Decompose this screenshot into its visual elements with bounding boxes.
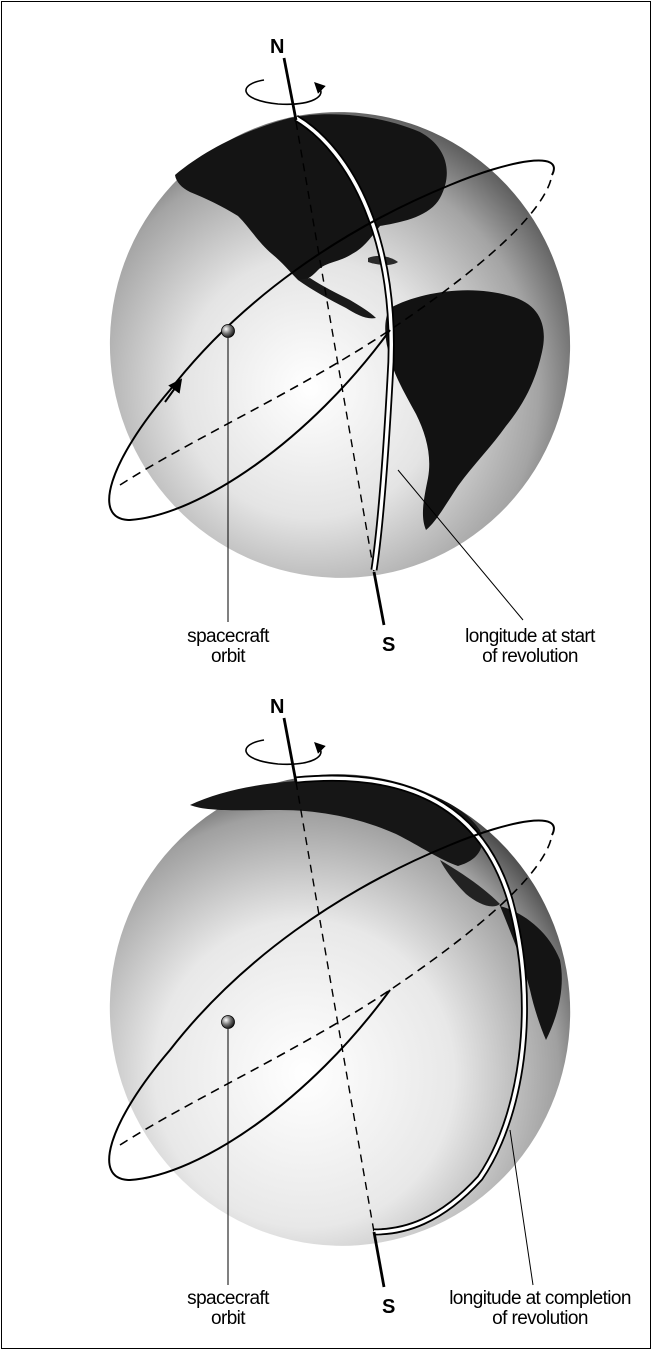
north-america-edge-landmass bbox=[190, 779, 483, 866]
longitude-label-line1-2: longitude at completion bbox=[449, 1288, 631, 1309]
north-pole-label-2: N bbox=[270, 696, 284, 718]
top-panel: N S spacecraft orbit longitude at start … bbox=[108, 36, 597, 667]
bottom-panel: N S spacecraft orbit longitude at comple… bbox=[108, 696, 631, 1329]
south-pole-label-2: S bbox=[382, 1296, 395, 1318]
longitude-leader-line-2 bbox=[509, 1129, 534, 1286]
orbit-path-far-side bbox=[119, 174, 553, 486]
rotation-axis-hidden-2 bbox=[295, 781, 375, 1233]
meridian-line-start bbox=[294, 114, 395, 571]
orbit-path-near-side-2 bbox=[108, 819, 555, 1182]
south-pole-label: S bbox=[382, 634, 395, 656]
rotation-axis-north-2 bbox=[282, 717, 298, 783]
rotation-axis-north bbox=[282, 57, 298, 121]
rotation-axis-south-2 bbox=[372, 1231, 386, 1288]
spacecraft-marker bbox=[221, 324, 235, 338]
orbit-direction-arrow-icon bbox=[164, 378, 183, 403]
longitude-label-line2: of revolution bbox=[482, 646, 578, 667]
longitude-label-line1: longitude at start bbox=[465, 626, 596, 647]
central-america-landmass bbox=[298, 278, 376, 319]
north-america-landmass bbox=[175, 114, 447, 281]
rotation-axis-south bbox=[372, 571, 386, 626]
earth-globe-completion bbox=[109, 774, 571, 1246]
earth-globe-start bbox=[109, 112, 571, 578]
gulf-coast-landmass bbox=[440, 860, 500, 907]
rotation-arrow-icon bbox=[245, 79, 326, 106]
spacecraft-orbit-label-line1: spacecraft bbox=[187, 626, 270, 647]
spacecraft-orbit-label-line1-2: spacecraft bbox=[187, 1288, 270, 1309]
spacecraft-marker-2 bbox=[221, 1015, 235, 1029]
rotation-arrow-icon-2 bbox=[245, 739, 326, 766]
orbit-path-far-side-2 bbox=[119, 834, 553, 1146]
spacecraft-orbit-label-line2: orbit bbox=[211, 646, 246, 667]
longitude-label-line2-2: of revolution bbox=[492, 1308, 588, 1329]
rotation-axis-hidden bbox=[295, 121, 375, 573]
longitude-leader-line bbox=[397, 469, 524, 621]
south-america-landmass bbox=[385, 290, 544, 530]
meridian-line-completion bbox=[295, 774, 528, 1236]
spacecraft-orbit-label-line2-2: orbit bbox=[211, 1308, 246, 1329]
north-pole-label: N bbox=[270, 36, 284, 58]
